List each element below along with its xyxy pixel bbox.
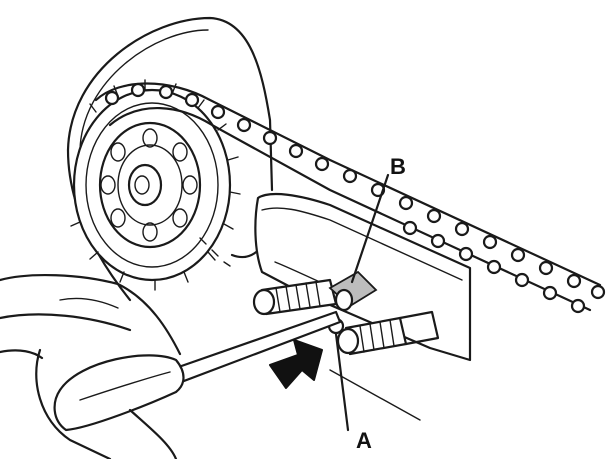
callout-label-b: B <box>390 154 406 179</box>
callout-label-a: A <box>356 428 372 453</box>
timing-chain <box>94 82 606 314</box>
hand <box>0 274 182 459</box>
stopper-plate <box>327 270 378 335</box>
leader-lines <box>329 173 421 432</box>
screwdriver <box>53 310 342 432</box>
sprocket <box>70 79 241 291</box>
pointer-arrow-icon <box>269 339 323 389</box>
plunger-rods <box>252 278 440 356</box>
